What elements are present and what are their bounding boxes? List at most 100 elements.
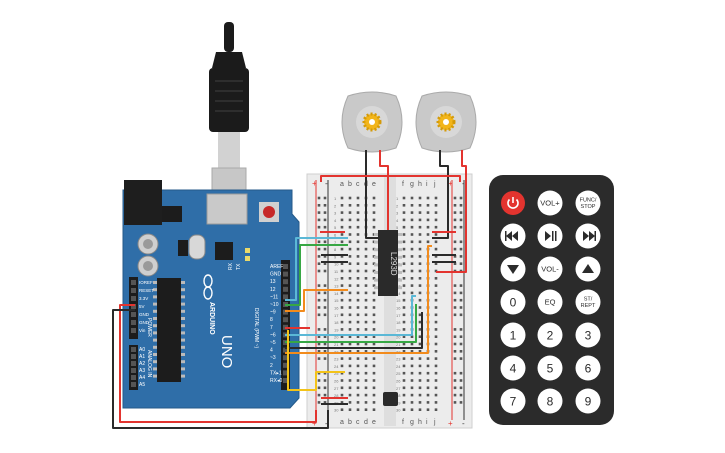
rail-hole[interactable]: [323, 255, 327, 258]
rail-hole[interactable]: [317, 393, 321, 397]
analog-pin-socket[interactable]: [131, 347, 136, 352]
breadboard-hole[interactable]: [434, 255, 438, 258]
breadboard-hole[interactable]: [364, 350, 368, 353]
breadboard-hole[interactable]: [402, 218, 406, 222]
breadboard-hole[interactable]: [356, 306, 360, 309]
breadboard-hole[interactable]: [372, 204, 376, 207]
rail-hole[interactable]: [323, 401, 327, 404]
breadboard-hole[interactable]: [340, 401, 344, 404]
rail-hole[interactable]: [317, 401, 321, 404]
digital-pin-socket[interactable]: [283, 271, 288, 277]
rail-hole[interactable]: [453, 379, 457, 382]
breadboard-hole[interactable]: [364, 284, 368, 287]
rail-hole[interactable]: [323, 225, 327, 229]
breadboard-hole[interactable]: [434, 371, 438, 375]
breadboard-hole[interactable]: [434, 218, 438, 222]
breadboard-hole[interactable]: [340, 196, 344, 200]
rail-hole[interactable]: [323, 291, 327, 295]
rail-hole[interactable]: [453, 204, 457, 207]
power-pin-socket[interactable]: [131, 296, 136, 301]
power-pin-socket[interactable]: [131, 328, 136, 333]
digital-pin-socket[interactable]: [283, 294, 288, 300]
breadboard-hole[interactable]: [364, 247, 368, 251]
breadboard-hole[interactable]: [418, 408, 422, 411]
breadboard-hole[interactable]: [426, 401, 430, 404]
breadboard-hole[interactable]: [356, 342, 360, 346]
breadboard-hole[interactable]: [356, 371, 360, 375]
wire-green-1[interactable]: [285, 244, 348, 306]
remote-button[interactable]: VOL+: [537, 190, 563, 216]
breadboard-hole[interactable]: [340, 255, 344, 258]
breadboard-hole[interactable]: [356, 240, 360, 244]
breadboard-hole[interactable]: [402, 342, 406, 346]
breadboard-hole[interactable]: [356, 320, 360, 324]
remote-button[interactable]: 1: [500, 322, 526, 348]
breadboard-hole[interactable]: [356, 408, 360, 411]
digital-pin-socket[interactable]: [283, 264, 288, 269]
breadboard-hole[interactable]: [426, 218, 430, 222]
rail-hole[interactable]: [459, 225, 463, 229]
breadboard-hole[interactable]: [348, 371, 352, 375]
remote-button[interactable]: 6: [575, 355, 601, 381]
breadboard-hole[interactable]: [372, 364, 376, 368]
breadboard-hole[interactable]: [372, 328, 376, 331]
breadboard-hole[interactable]: [372, 350, 376, 353]
breadboard-hole[interactable]: [372, 320, 376, 324]
breadboard-hole[interactable]: [418, 328, 422, 331]
digital-pin-socket[interactable]: [283, 355, 288, 361]
breadboard-hole[interactable]: [340, 320, 344, 324]
breadboard-hole[interactable]: [402, 225, 406, 229]
wire-blue-2[interactable]: [285, 295, 416, 336]
breadboard-hole[interactable]: [348, 204, 352, 207]
breadboard-hole[interactable]: [410, 393, 414, 397]
breadboard-hole[interactable]: [426, 196, 430, 200]
breadboard-hole[interactable]: [418, 277, 422, 280]
breadboard-hole[interactable]: [364, 328, 368, 331]
rail-hole[interactable]: [453, 328, 457, 331]
rail-hole[interactable]: [323, 328, 327, 331]
breadboard-hole[interactable]: [356, 401, 360, 404]
rail-hole[interactable]: [453, 306, 457, 309]
breadboard-hole[interactable]: [418, 218, 422, 222]
digital-pin-socket[interactable]: [283, 370, 288, 376]
breadboard-hole[interactable]: [402, 196, 406, 200]
rail-hole[interactable]: [453, 211, 457, 214]
breadboard-hole[interactable]: [434, 284, 438, 287]
digital-pin-socket[interactable]: [283, 279, 288, 285]
rail-hole[interactable]: [323, 269, 327, 273]
breadboard-hole[interactable]: [434, 306, 438, 309]
breadboard-hole[interactable]: [364, 386, 368, 390]
power-pin-socket[interactable]: [131, 312, 136, 317]
rail-hole[interactable]: [323, 284, 327, 287]
breadboard-hole[interactable]: [364, 335, 368, 338]
breadboard-hole[interactable]: [434, 386, 438, 390]
rail-hole[interactable]: [459, 328, 463, 331]
rail-hole[interactable]: [317, 247, 321, 251]
breadboard-hole[interactable]: [418, 262, 422, 265]
breadboard-hole[interactable]: [402, 306, 406, 309]
breadboard-hole[interactable]: [348, 393, 352, 397]
breadboard-hole[interactable]: [402, 335, 406, 338]
reset-button[interactable]: [263, 206, 275, 218]
power-pin-socket[interactable]: [131, 288, 136, 293]
breadboard-hole[interactable]: [410, 240, 414, 244]
digital-pin-socket[interactable]: [283, 347, 288, 353]
rail-hole[interactable]: [323, 313, 327, 317]
breadboard-hole[interactable]: [402, 350, 406, 353]
rail-hole[interactable]: [317, 379, 321, 382]
breadboard-hole[interactable]: [364, 357, 368, 360]
breadboard-hole[interactable]: [364, 291, 368, 295]
breadboard-hole[interactable]: [348, 379, 352, 382]
breadboard-hole[interactable]: [418, 371, 422, 375]
wire-green-2[interactable]: [285, 304, 417, 343]
analog-pin-socket[interactable]: [131, 375, 136, 380]
breadboard-hole[interactable]: [372, 386, 376, 390]
breadboard-hole[interactable]: [434, 225, 438, 229]
breadboard-hole[interactable]: [434, 262, 438, 265]
breadboard-hole[interactable]: [434, 204, 438, 207]
rail-hole[interactable]: [317, 240, 321, 244]
breadboard-hole[interactable]: [340, 218, 344, 222]
breadboard-hole[interactable]: [402, 357, 406, 360]
breadboard-hole[interactable]: [364, 306, 368, 309]
breadboard-hole[interactable]: [372, 342, 376, 346]
